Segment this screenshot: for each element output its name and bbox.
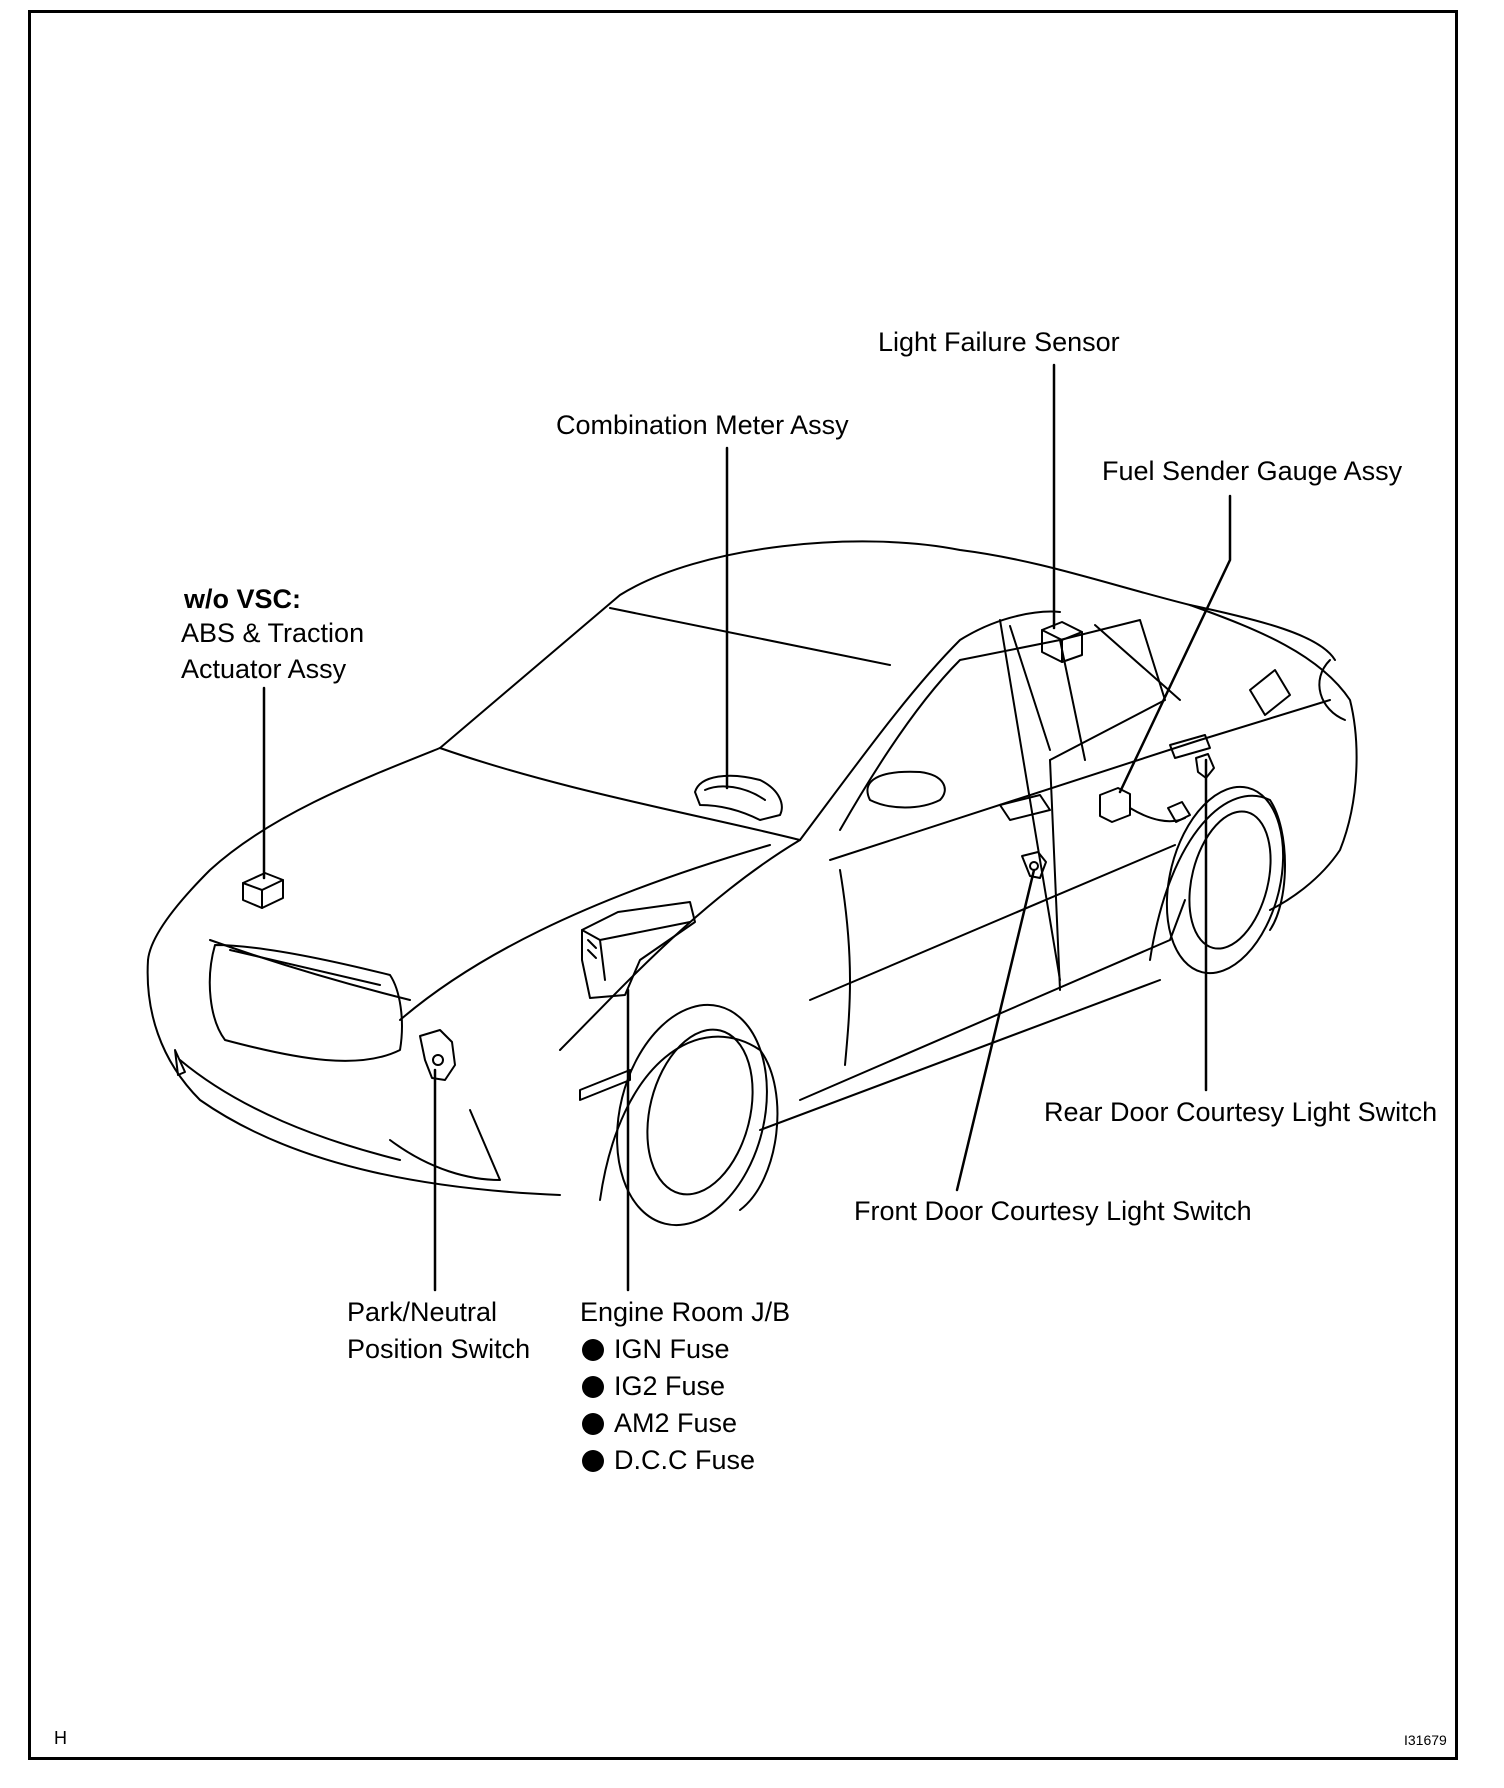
park-neutral-label-line1: Park/Neutral xyxy=(347,1297,498,1327)
diagram-frame xyxy=(28,10,1458,1760)
fuel-sender-label: Fuel Sender Gauge Assy xyxy=(1102,456,1403,486)
park-neutral-label-line2: Position Switch xyxy=(347,1334,531,1364)
fuse-label: IGN Fuse xyxy=(614,1334,730,1364)
figure-id: I31679 xyxy=(1404,1732,1447,1748)
engine-room-jb-label: Engine Room J/B xyxy=(580,1297,791,1327)
car-body xyxy=(146,540,1358,1196)
bullet-icon xyxy=(582,1375,604,1398)
engine-room-jb-component xyxy=(581,901,696,999)
park-neutral-switch-component xyxy=(419,1029,456,1081)
abs-heading: w/o VSC: xyxy=(184,584,302,614)
abs-label-line2: Actuator Assy xyxy=(181,654,347,684)
footer-left-code: H xyxy=(54,1728,67,1748)
light-failure-sensor-component xyxy=(1041,621,1083,663)
leader-fuel-sender xyxy=(1118,494,1232,794)
fuse-label: IG2 Fuse xyxy=(614,1371,726,1401)
fuel-sender-component xyxy=(1099,787,1191,823)
bullet-icon xyxy=(582,1338,604,1361)
fuse-label: D.C.C Fuse xyxy=(614,1445,756,1475)
combination-meter-label: Combination Meter Assy xyxy=(556,410,849,440)
rear-wheel xyxy=(1149,785,1286,975)
abs-label-line1: ABS & Traction xyxy=(181,618,365,648)
front-door-switch-label: Front Door Courtesy Light Switch xyxy=(854,1196,1252,1226)
leader-lines xyxy=(262,363,1232,1292)
rear-door-switch-label: Rear Door Courtesy Light Switch xyxy=(1044,1097,1438,1127)
fuse-item: AM2 Fuse xyxy=(582,1405,737,1442)
fuse-label: AM2 Fuse xyxy=(614,1408,738,1438)
fuse-item: IGN Fuse xyxy=(582,1331,730,1368)
light-failure-sensor-label: Light Failure Sensor xyxy=(878,327,1120,357)
front-wheel xyxy=(599,1003,779,1227)
rear-door-switch-component xyxy=(1195,753,1215,779)
bullet-icon xyxy=(582,1449,604,1472)
bullet-icon xyxy=(582,1412,604,1435)
leader-front-door xyxy=(955,868,1036,1192)
fuse-item: D.C.C Fuse xyxy=(582,1442,755,1479)
combination-meter-component xyxy=(694,774,783,821)
fuse-item: IG2 Fuse xyxy=(582,1368,725,1405)
